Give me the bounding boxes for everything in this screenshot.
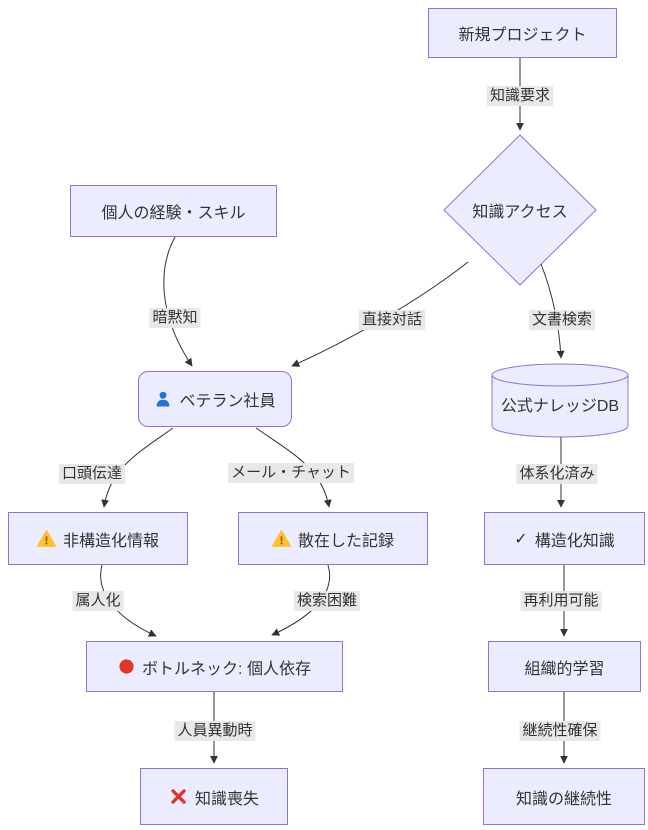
node-personal-experience: 個人の経験・スキル [70,185,277,237]
check-icon: ✓ [514,530,528,548]
node-knowledge-continuity-label: 知識の継続性 [515,790,612,808]
node-organizational-learning-label: 組織的学習 [524,660,605,678]
edge-label-personalized: 属人化 [72,591,124,611]
knowledge-access-diamond-shape [443,134,597,286]
person-icon [154,390,172,408]
node-scattered-records: 散在した記録 [238,512,428,565]
edge-label-reusable: 再利用可能 [520,591,602,611]
node-veteran-employee: ベテラン社員 [138,371,292,427]
node-knowledge-db: 公式ナレッジDB [492,370,628,437]
node-structured-knowledge: ✓ 構造化知識 [484,512,645,565]
edge-label-document-search: 文書検索 [528,310,596,330]
edge-label-email-chat: メール・チャット [228,463,354,483]
warning-icon [271,529,291,548]
edge-label-personnel-change: 人員異動時 [174,721,256,741]
node-structured-knowledge-label: 構造化知識 [534,532,615,550]
node-new-project: 新規プロジェクト [428,8,617,58]
node-unstructured-info-label: 非構造化情報 [62,532,159,550]
knowledge-db-cylinder-shape [491,363,629,438]
edge-tacit-knowledge [163,236,193,367]
edge-label-systematized: 体系化済み [516,464,598,484]
edge-email-chat [255,427,332,508]
node-organizational-learning: 組織的学習 [488,641,641,692]
node-personal-experience-label: 個人の経験・スキル [101,205,246,222]
red-circle-icon [118,658,135,675]
node-bottleneck: ボトルネック: 個人依存 [86,641,343,692]
edge-oral-transmission [101,427,174,508]
red-x-icon [169,787,188,806]
edge-label-knowledge-request: 知識要求 [486,86,554,106]
edge-label-direct-dialogue: 直接対話 [358,310,426,330]
node-knowledge-access-label: 知識アクセス [472,204,568,221]
node-scattered-records-label: 散在した記録 [297,532,394,550]
node-knowledge-db-label: 公式ナレッジDB [500,397,620,415]
edge-label-tacit-knowledge: 暗黙知 [149,308,201,328]
node-knowledge-loss: 知識喪失 [140,768,288,825]
edge-label-oral-transmission: 口頭伝達 [58,464,126,484]
edge-document-search [540,263,565,359]
edge-label-search-difficulty: 検索困難 [293,591,361,611]
node-knowledge-access: 知識アクセス [444,135,596,285]
node-veteran-employee-label: ベテラン社員 [179,393,276,410]
node-knowledge-loss-label: 知識喪失 [194,790,259,808]
node-new-project-label: 新規プロジェクト [458,27,587,44]
node-knowledge-continuity: 知識の継続性 [483,768,645,825]
edge-label-continuity-assured: 継続性確保 [519,721,601,741]
node-bottleneck-label: ボトルネック: 個人依存 [142,660,311,678]
node-unstructured-info: 非構造化情報 [8,512,188,565]
warning-icon [36,529,56,548]
